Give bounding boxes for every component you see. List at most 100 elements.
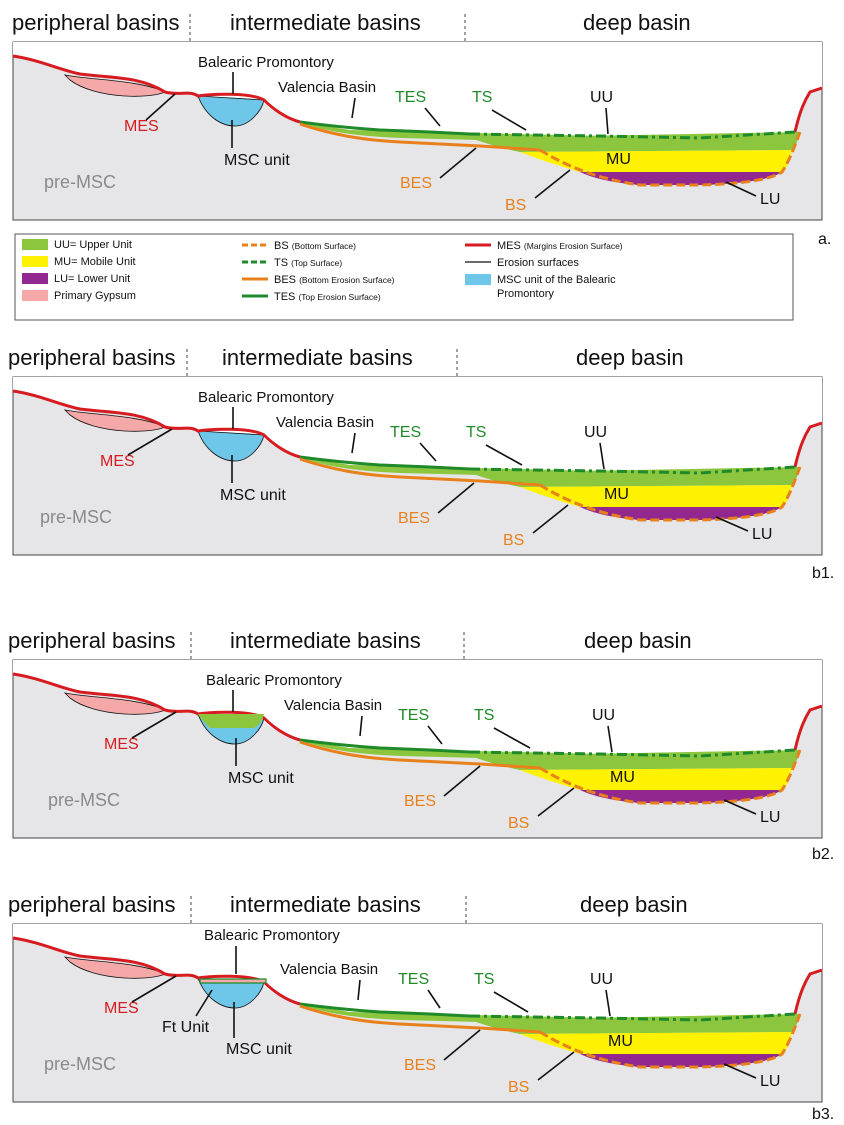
zone-peripheral-label: peripheral basins [8, 628, 176, 653]
pointer-arrow [195, 989, 213, 1017]
pointer-arrow [131, 975, 177, 1003]
pointer-arrow [145, 93, 176, 121]
msc-unit-label: MSC unit [220, 487, 286, 504]
promontory-upper-unit [198, 714, 264, 728]
legend-uu: UU= Upper Unit [54, 239, 132, 251]
legend-frame [14, 233, 794, 321]
legend-msc-balearic-1: MSC unit of the Balearic [497, 274, 616, 286]
msc-unit-label: MSC unit [224, 152, 290, 169]
ts-label: TS [466, 424, 486, 441]
panel-b3: peripheral basins intermediate basins de… [8, 892, 834, 1123]
legend-erosion: Erosion surfaces [497, 257, 579, 269]
panel-b1: peripheral basins intermediate basins de… [8, 345, 834, 582]
legend-mu: MU= Mobile Unit [54, 256, 136, 268]
pointer-arrow [493, 727, 531, 749]
bes-label: BES [398, 510, 430, 527]
pointer-arrow [537, 787, 575, 817]
pointer-arrow [437, 482, 475, 514]
uu-label: UU [590, 89, 613, 106]
panel-label: a. [818, 231, 831, 248]
pointer-arrow [427, 989, 441, 1009]
pointer-arrow [485, 444, 523, 466]
pointer-arrow [357, 979, 361, 1001]
legend-mes: MES (Margins Erosion Surface) [497, 240, 623, 252]
pointer-arrow [419, 442, 437, 462]
zone-peripheral-label: peripheral basins [8, 345, 176, 370]
pointer-arrow [715, 516, 749, 532]
lu-label: LU [752, 526, 772, 543]
pointer-arrow [351, 97, 356, 119]
tes-label: TES [398, 971, 429, 988]
pointer-arrow [127, 428, 173, 456]
bs-label: BS [503, 532, 524, 549]
ts-label: TS [472, 89, 492, 106]
pointer-arrow [723, 1063, 757, 1079]
zone-intermediate-label: intermediate basins [230, 10, 421, 35]
legend-pg: Primary Gypsum [54, 290, 136, 302]
msc-unit-label: MSC unit [226, 1041, 292, 1058]
panel-label: b1. [812, 565, 834, 582]
zone-intermediate-label: intermediate basins [222, 345, 413, 370]
lu-label: LU [760, 809, 780, 826]
tes-label: TES [398, 707, 429, 724]
valencia-basin-label: Valencia Basin [284, 697, 382, 714]
lu-label: LU [760, 191, 780, 208]
tes-label: TES [395, 89, 426, 106]
balearic-promontory-label: Balearic Promontory [206, 672, 342, 689]
bes-label: BES [404, 793, 436, 810]
pointer-arrow [359, 715, 363, 737]
legend-swatch-msc-balearic [465, 274, 491, 285]
mu-label: MU [604, 486, 629, 503]
legend-lu: LU= Lower Unit [54, 273, 130, 285]
legend-bes: BES (Bottom Erosion Surface) [274, 274, 395, 286]
zone-peripheral-label: peripheral basins [8, 892, 176, 917]
pointer-arrow [491, 109, 527, 131]
lu-label: LU [760, 1073, 780, 1090]
mes-label: MES [104, 736, 139, 753]
legend-swatch-mu [22, 256, 48, 267]
tes-label: TES [390, 424, 421, 441]
legend-swatch-lu [22, 273, 48, 284]
pointer-arrow [424, 107, 441, 127]
valencia-basin-label: Valencia Basin [276, 414, 374, 431]
pointer-arrow [605, 107, 609, 135]
pointer-arrow [723, 799, 757, 815]
legend-swatch-pg [22, 290, 48, 301]
bs-label: BS [508, 815, 529, 832]
ts-label: TS [474, 971, 494, 988]
pointer-arrow [605, 989, 611, 1017]
legend-bs: BS (Bottom Surface) [274, 240, 356, 252]
zone-deep-label: deep basin [580, 892, 688, 917]
pointer-arrow [599, 442, 605, 470]
panel-label: b3. [812, 1106, 834, 1123]
legend-ts: TS (Top Surface) [274, 257, 342, 269]
pointer-arrow [607, 725, 613, 753]
balearic-promontory-label: Balearic Promontory [198, 389, 334, 406]
pre-msc-label: pre-MSC [48, 790, 120, 810]
zone-intermediate-label: intermediate basins [230, 628, 421, 653]
msc-unit-label: MSC unit [228, 770, 294, 787]
mu-label: MU [608, 1033, 633, 1050]
uu-label: UU [584, 424, 607, 441]
uu-label: UU [590, 971, 613, 988]
ts-label: TS [474, 707, 494, 724]
balearic-promontory-label: Balearic Promontory [204, 927, 340, 944]
ft-unit-label: Ft Unit [162, 1019, 210, 1036]
valencia-basin-label: Valencia Basin [280, 961, 378, 978]
pointer-arrow [493, 991, 529, 1013]
mu-label: MU [606, 151, 631, 168]
panel-label: b2. [812, 846, 834, 863]
bs-label: BS [505, 197, 526, 214]
mes-label: MES [100, 453, 135, 470]
bes-label: BES [400, 175, 432, 192]
mu-label: MU [610, 769, 635, 786]
pre-msc-label: pre-MSC [44, 1054, 116, 1074]
bes-label: BES [404, 1057, 436, 1074]
legend-swatch-uu [22, 239, 48, 250]
pointer-arrow [443, 1029, 481, 1061]
legend-msc-balearic-2: Promontory [497, 288, 554, 300]
panel-b2: peripheral basins intermediate basins de… [8, 628, 834, 863]
zone-deep-label: deep basin [584, 628, 692, 653]
mes-label: MES [124, 118, 159, 135]
